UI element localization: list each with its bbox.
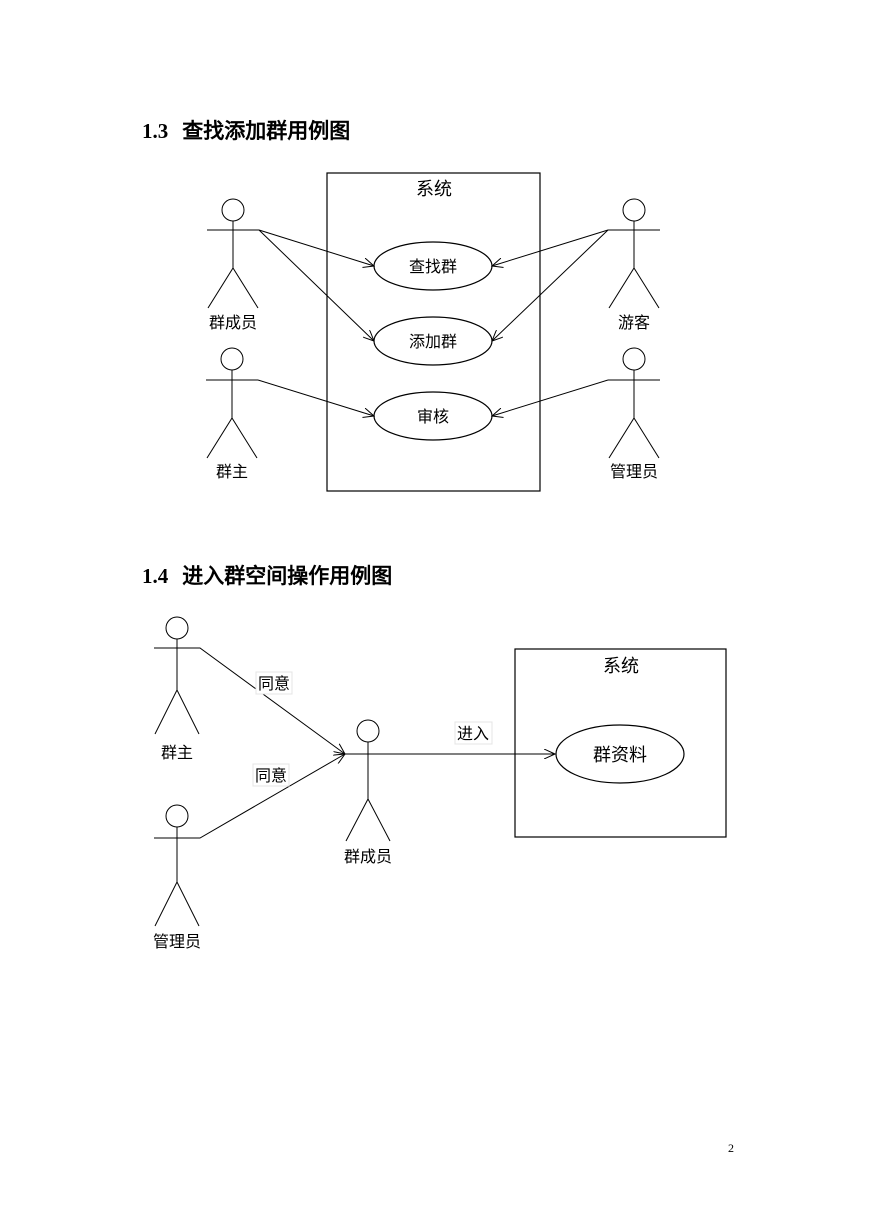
page-number: 2 xyxy=(728,1141,734,1155)
actor-label: 群主 xyxy=(216,462,248,481)
stick-figure-icon xyxy=(608,347,660,459)
section-number: 1.4 xyxy=(142,564,169,588)
actor-label: 管理员 xyxy=(610,462,658,481)
system-label: 系统 xyxy=(603,656,639,677)
edge-label: 同意 xyxy=(255,766,287,785)
actor-visitor: 游客 xyxy=(608,198,660,332)
section-1-4-heading: 1.4 进入群空间操作用例图 xyxy=(142,560,392,590)
edge-label-enter: 进入 xyxy=(454,721,493,745)
actor-label: 游客 xyxy=(618,313,650,332)
diagram-find-add-group: 系统 查找群 添加群 审核 群成员 xyxy=(206,172,660,492)
admin-to-review xyxy=(492,379,609,416)
actor-label: 群成员 xyxy=(209,313,257,332)
actor-admin: 管理员 xyxy=(608,347,660,481)
diagram-enter-group-space: 系统 群资料 群主 管理员 xyxy=(153,616,727,951)
use-case-label: 查找群 xyxy=(409,257,457,276)
system-boundary xyxy=(514,648,727,838)
actor-group-member: 群成员 xyxy=(207,198,259,332)
actor-group-member: 群成员 xyxy=(344,719,392,866)
system-label: 系统 xyxy=(416,179,452,200)
section-number: 1.3 xyxy=(142,119,169,143)
stick-figure-icon xyxy=(608,198,660,309)
association-lines xyxy=(154,647,555,839)
owner-to-member xyxy=(154,647,345,754)
actor-label: 群主 xyxy=(161,743,193,762)
admin-to-member xyxy=(154,754,345,839)
use-case-label: 添加群 xyxy=(409,332,457,351)
visitor-to-add-group xyxy=(492,229,609,341)
association-lines xyxy=(257,229,609,416)
actor-group-owner: 群主 xyxy=(154,616,200,762)
stick-figure-icon xyxy=(345,719,391,842)
member-to-find-group xyxy=(258,229,374,266)
section-title: 进入群空间操作用例图 xyxy=(182,564,393,588)
actor-admin: 管理员 xyxy=(153,804,201,951)
actor-label: 管理员 xyxy=(153,932,201,951)
edge-label: 进入 xyxy=(457,724,489,743)
stick-figure-icon xyxy=(154,804,200,927)
use-case-review: 审核 xyxy=(373,391,493,441)
edge-label: 同意 xyxy=(258,674,290,693)
system-boundary xyxy=(326,172,541,492)
use-case-find-group: 查找群 xyxy=(373,241,493,291)
use-case-add-group: 添加群 xyxy=(373,316,493,366)
stick-figure-icon xyxy=(206,347,258,459)
actor-group-owner: 群主 xyxy=(206,347,258,481)
edge-label-owner-agree: 同意 xyxy=(255,671,293,695)
use-case-label: 审核 xyxy=(417,407,449,426)
visitor-to-find-group xyxy=(492,229,609,266)
section-title: 查找添加群用例图 xyxy=(182,119,351,143)
use-case-label: 群资料 xyxy=(593,745,647,766)
section-1-3-heading: 1.3 查找添加群用例图 xyxy=(142,115,350,145)
use-case-group-profile: 群资料 xyxy=(555,724,685,784)
stick-figure-icon xyxy=(207,198,259,309)
owner-to-review xyxy=(257,379,374,416)
edge-label-admin-agree: 同意 xyxy=(252,763,290,787)
stick-figure-icon xyxy=(154,616,200,735)
actor-label: 群成员 xyxy=(344,847,392,866)
member-to-add-group xyxy=(258,229,374,341)
